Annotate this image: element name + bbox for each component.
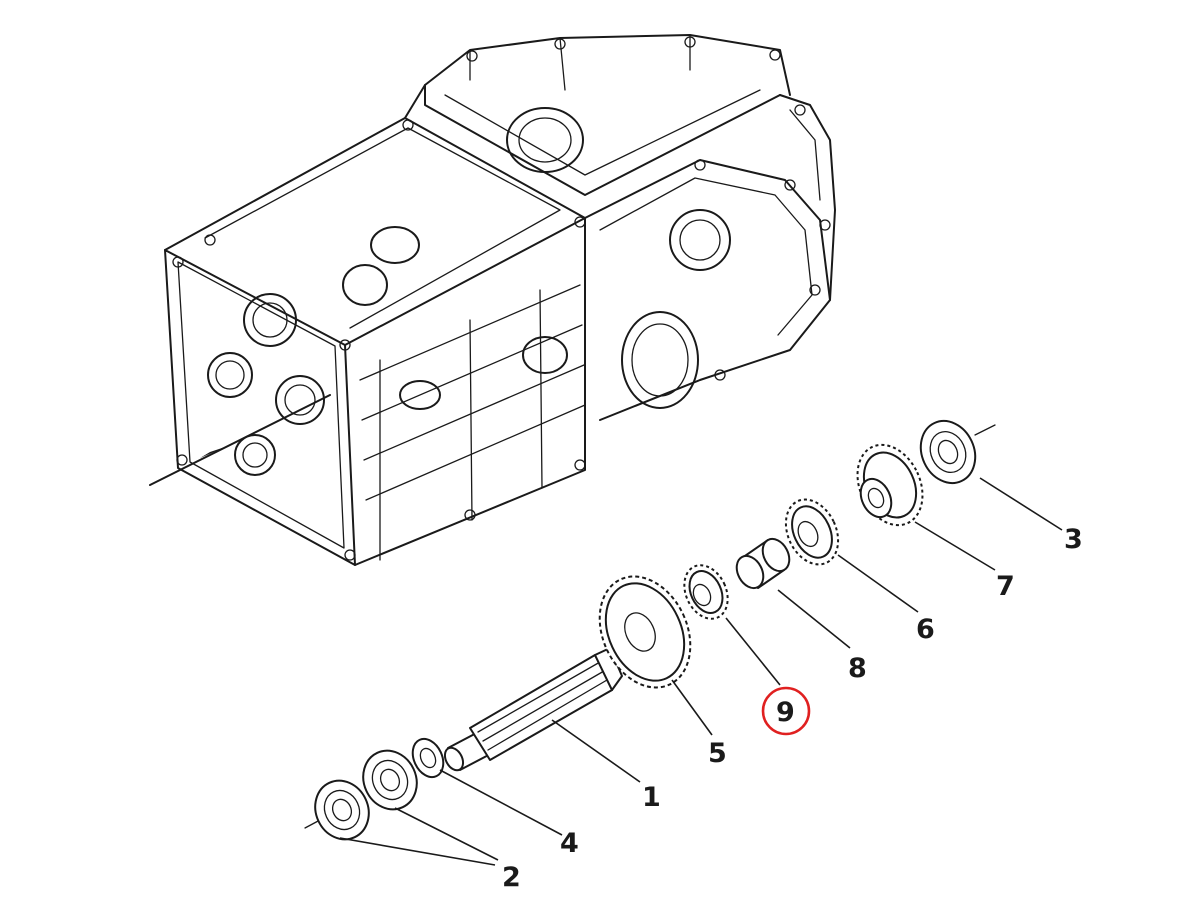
part-8-sleeve	[735, 537, 791, 590]
callout-7: 7	[996, 571, 1015, 602]
callout-1: 1	[642, 782, 661, 813]
callout-5: 5	[708, 738, 727, 769]
part-9-small-gear	[683, 564, 729, 620]
part-2-bearings	[314, 749, 418, 841]
callout-2: 2	[502, 862, 521, 893]
part-3-bearing	[919, 419, 977, 485]
part-7-gear-hub	[856, 443, 924, 527]
transmission-housing	[149, 34, 836, 566]
callout-3: 3	[1064, 524, 1083, 555]
part-6-gear	[784, 498, 840, 566]
callout-6: 6	[916, 614, 935, 645]
callout-8: 8	[848, 653, 867, 684]
callout-9-highlight-ring	[761, 686, 811, 736]
callout-4: 4	[560, 828, 579, 859]
bolt-holes	[172, 36, 831, 561]
part-1-splined-shaft	[443, 647, 623, 772]
part-4-washer	[411, 737, 445, 779]
part-5-large-gear	[598, 575, 692, 689]
callout-labels: 1 2 3 4 5 6 7 8 9	[502, 524, 1083, 893]
leader-lines	[339, 477, 1063, 866]
callout-9: 9	[776, 697, 795, 728]
